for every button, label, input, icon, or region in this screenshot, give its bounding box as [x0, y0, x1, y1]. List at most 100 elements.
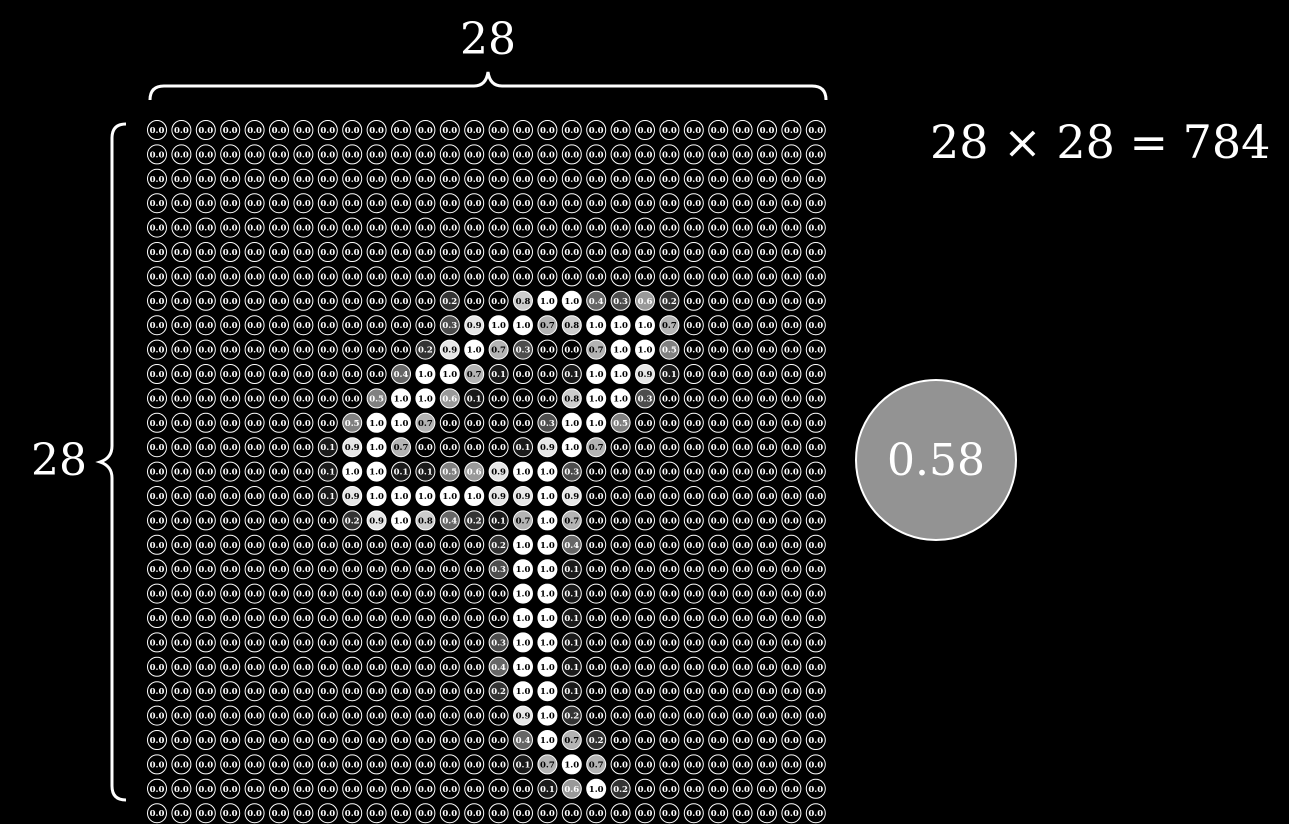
- pixel-value-label: 0.0: [223, 663, 238, 673]
- pixel-value-label: 0.0: [198, 614, 213, 624]
- pixel-value-label: 0.0: [247, 394, 262, 404]
- pixel-circle: [757, 632, 777, 653]
- pixel-circle: [244, 656, 265, 677]
- pixel-circle: [635, 242, 655, 262]
- pixel-circle: [244, 120, 265, 140]
- pixel-value-label: 0.0: [418, 443, 433, 453]
- pixel-value-label: 0.0: [784, 272, 799, 282]
- pixel-circle: [147, 510, 167, 531]
- pixel-value-label: 0.0: [784, 785, 799, 795]
- pixel-value-label: 0.0: [686, 297, 701, 307]
- pixel-value-label: 0.0: [662, 809, 677, 819]
- pixel-value-label: 0.0: [760, 199, 775, 209]
- pixel-value-label: 0.0: [272, 419, 287, 429]
- pixel-circle: [415, 437, 436, 458]
- pixel-value-label: 0.0: [638, 272, 653, 282]
- pixel-circle: [464, 144, 485, 165]
- pixel-circle: [537, 754, 558, 775]
- pixel-value-label: 0.0: [760, 297, 775, 307]
- pixel-circle: [488, 705, 509, 726]
- pixel-circle: [683, 656, 704, 677]
- pixel-value-label: 0.0: [711, 687, 726, 697]
- pixel-value-label: 0.0: [394, 614, 409, 624]
- pixel-circle: [805, 656, 826, 677]
- pixel-value-label: 1.0: [540, 516, 555, 526]
- pixel-circle: [171, 217, 192, 238]
- pixel-value-label: 0.7: [564, 516, 579, 526]
- pixel-value-label: 0.0: [223, 370, 238, 380]
- pixel-circle: [635, 510, 655, 531]
- pixel-circle: [391, 242, 411, 262]
- pixel-value-label: 0.0: [760, 809, 775, 819]
- pixel-value-label: 0.0: [613, 638, 628, 648]
- pixel-value-label: 0.0: [150, 370, 165, 380]
- pixel-circle: [171, 388, 192, 409]
- pixel-circle: [147, 193, 167, 214]
- pixel-value-label: 0.0: [735, 394, 750, 404]
- pixel-circle: [269, 486, 289, 506]
- pixel-value-label: 0.0: [223, 394, 238, 404]
- pixel-circle: [293, 315, 314, 336]
- pixel-circle: [488, 583, 509, 604]
- pixel-value-label: 0.0: [442, 224, 457, 234]
- pixel-circle: [171, 608, 192, 628]
- pixel-circle: [805, 412, 826, 433]
- pixel-value-label: 0.0: [394, 760, 409, 770]
- pixel-circle: [317, 559, 338, 580]
- pixel-circle: [342, 705, 363, 726]
- pixel-circle: [610, 168, 631, 189]
- pixel-circle: [464, 656, 485, 677]
- pixel-circle: [683, 388, 704, 409]
- pixel-circle: [781, 266, 802, 287]
- pixel-circle: [708, 778, 729, 799]
- pixel-circle: [488, 803, 509, 824]
- pixel-circle: [757, 437, 777, 458]
- pixel-circle: [586, 608, 607, 628]
- pixel-value-label: 0.0: [272, 590, 287, 600]
- pixel-value-label: 0.0: [296, 175, 311, 185]
- pixel-value-label: 0.0: [174, 468, 189, 478]
- pixel-circle: [195, 217, 216, 238]
- pixel-value-label: 0.0: [174, 516, 189, 526]
- pixel-circle: [293, 144, 314, 165]
- pixel-value-label: 0.0: [784, 175, 799, 185]
- pixel-circle: [464, 193, 485, 214]
- pixel-value-label: 1.0: [564, 443, 579, 453]
- pixel-circle: [439, 412, 460, 433]
- pixel-circle: [781, 778, 802, 799]
- pixel-value-label: 0.0: [760, 150, 775, 160]
- pixel-value-label: 0.4: [564, 541, 579, 551]
- pixel-value-label: 0.0: [247, 565, 262, 575]
- pixel-value-label: 0.0: [711, 175, 726, 185]
- pixel-value-label: 0.0: [491, 785, 506, 795]
- pixel-circle: [805, 681, 826, 702]
- pixel-value-label: 0.0: [418, 687, 433, 697]
- pixel-value-label: 0.0: [296, 443, 311, 453]
- pixel-value-label: 0.0: [296, 760, 311, 770]
- pixel-circle: [610, 608, 631, 628]
- pixel-circle: [269, 681, 289, 702]
- pixel-circle: [244, 290, 265, 311]
- pixel-value-label: 0.0: [345, 370, 360, 380]
- pixel-circle: [805, 461, 826, 482]
- pixel-circle: [561, 412, 582, 433]
- pixel-circle: [317, 486, 338, 506]
- pixel-value-label: 0.0: [638, 248, 653, 258]
- pixel-circle: [366, 486, 387, 506]
- pixel-circle: [513, 730, 533, 750]
- pixel-circle: [635, 681, 655, 702]
- highlighted-pixel-circle: 0.58: [855, 379, 1017, 541]
- pixel-value-label: 0.0: [296, 272, 311, 282]
- pixel-value-label: 1.0: [516, 565, 531, 575]
- pixel-circle: [439, 290, 460, 311]
- pixel-value-label: 0.0: [223, 224, 238, 234]
- pixel-value-label: 0.0: [442, 175, 457, 185]
- pixel-value-label: 0.0: [662, 468, 677, 478]
- pixel-circle: [342, 754, 363, 775]
- pixel-value-label: 0.0: [320, 590, 335, 600]
- pixel-circle: [293, 290, 314, 311]
- pixel-circle: [537, 559, 558, 580]
- pixel-circle: [439, 754, 460, 775]
- pixel-circle: [171, 510, 192, 531]
- pixel-circle: [293, 681, 314, 702]
